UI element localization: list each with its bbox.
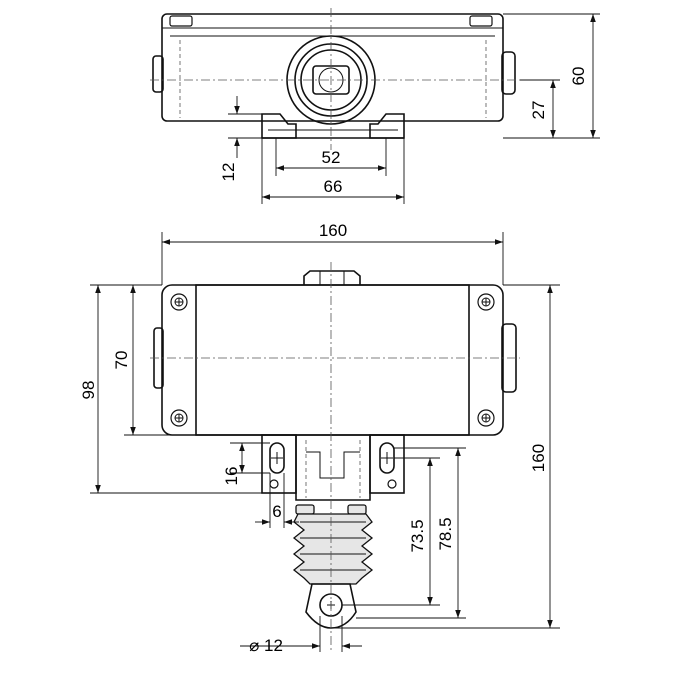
front-corner-screw-bl (170, 409, 188, 427)
dim-hole-spacing: 52 (322, 148, 341, 167)
front-bellows (292, 513, 374, 585)
front-bellows-screw-right (347, 504, 367, 515)
dim-overall-height: 160 (529, 444, 548, 472)
top-view: 60 27 12 52 66 (150, 8, 600, 204)
dim-width: 160 (319, 221, 347, 240)
top-screw-right (469, 15, 493, 27)
dim-foot-height: 12 (219, 163, 238, 182)
front-corner-screw-tl (170, 293, 188, 311)
front-view-lid (195, 284, 470, 436)
dim-height-axis: 27 (529, 101, 548, 120)
top-side-gland-right (501, 51, 516, 95)
front-corner-screw-tr (477, 293, 495, 311)
front-neck (295, 435, 371, 501)
dim-eye-diameter: ⌀ 12 (249, 636, 283, 655)
top-side-gland-left (152, 55, 164, 93)
dim-foot-width: 66 (324, 177, 343, 196)
front-corner-screw-br (477, 409, 495, 427)
front-bellows-screw-left (295, 504, 315, 515)
front-slot-left (269, 442, 285, 474)
front-top-gland (303, 270, 361, 285)
dim-height-to-base: 98 (79, 381, 98, 400)
top-mounting-foot (261, 113, 297, 139)
dim-to-eye-end: 78.5 (436, 517, 455, 550)
front-view: 160 (79, 221, 560, 655)
dim-slot-width: 6 (272, 502, 281, 521)
dim-box-height: 70 (112, 351, 131, 370)
top-screw-left (169, 15, 193, 27)
dim-slot-length: 16 (222, 467, 241, 486)
top-view-body (161, 13, 504, 122)
dim-to-eye-center: 73.5 (408, 519, 427, 552)
front-view-body (161, 284, 504, 436)
dim-height-total: 60 (569, 67, 588, 86)
